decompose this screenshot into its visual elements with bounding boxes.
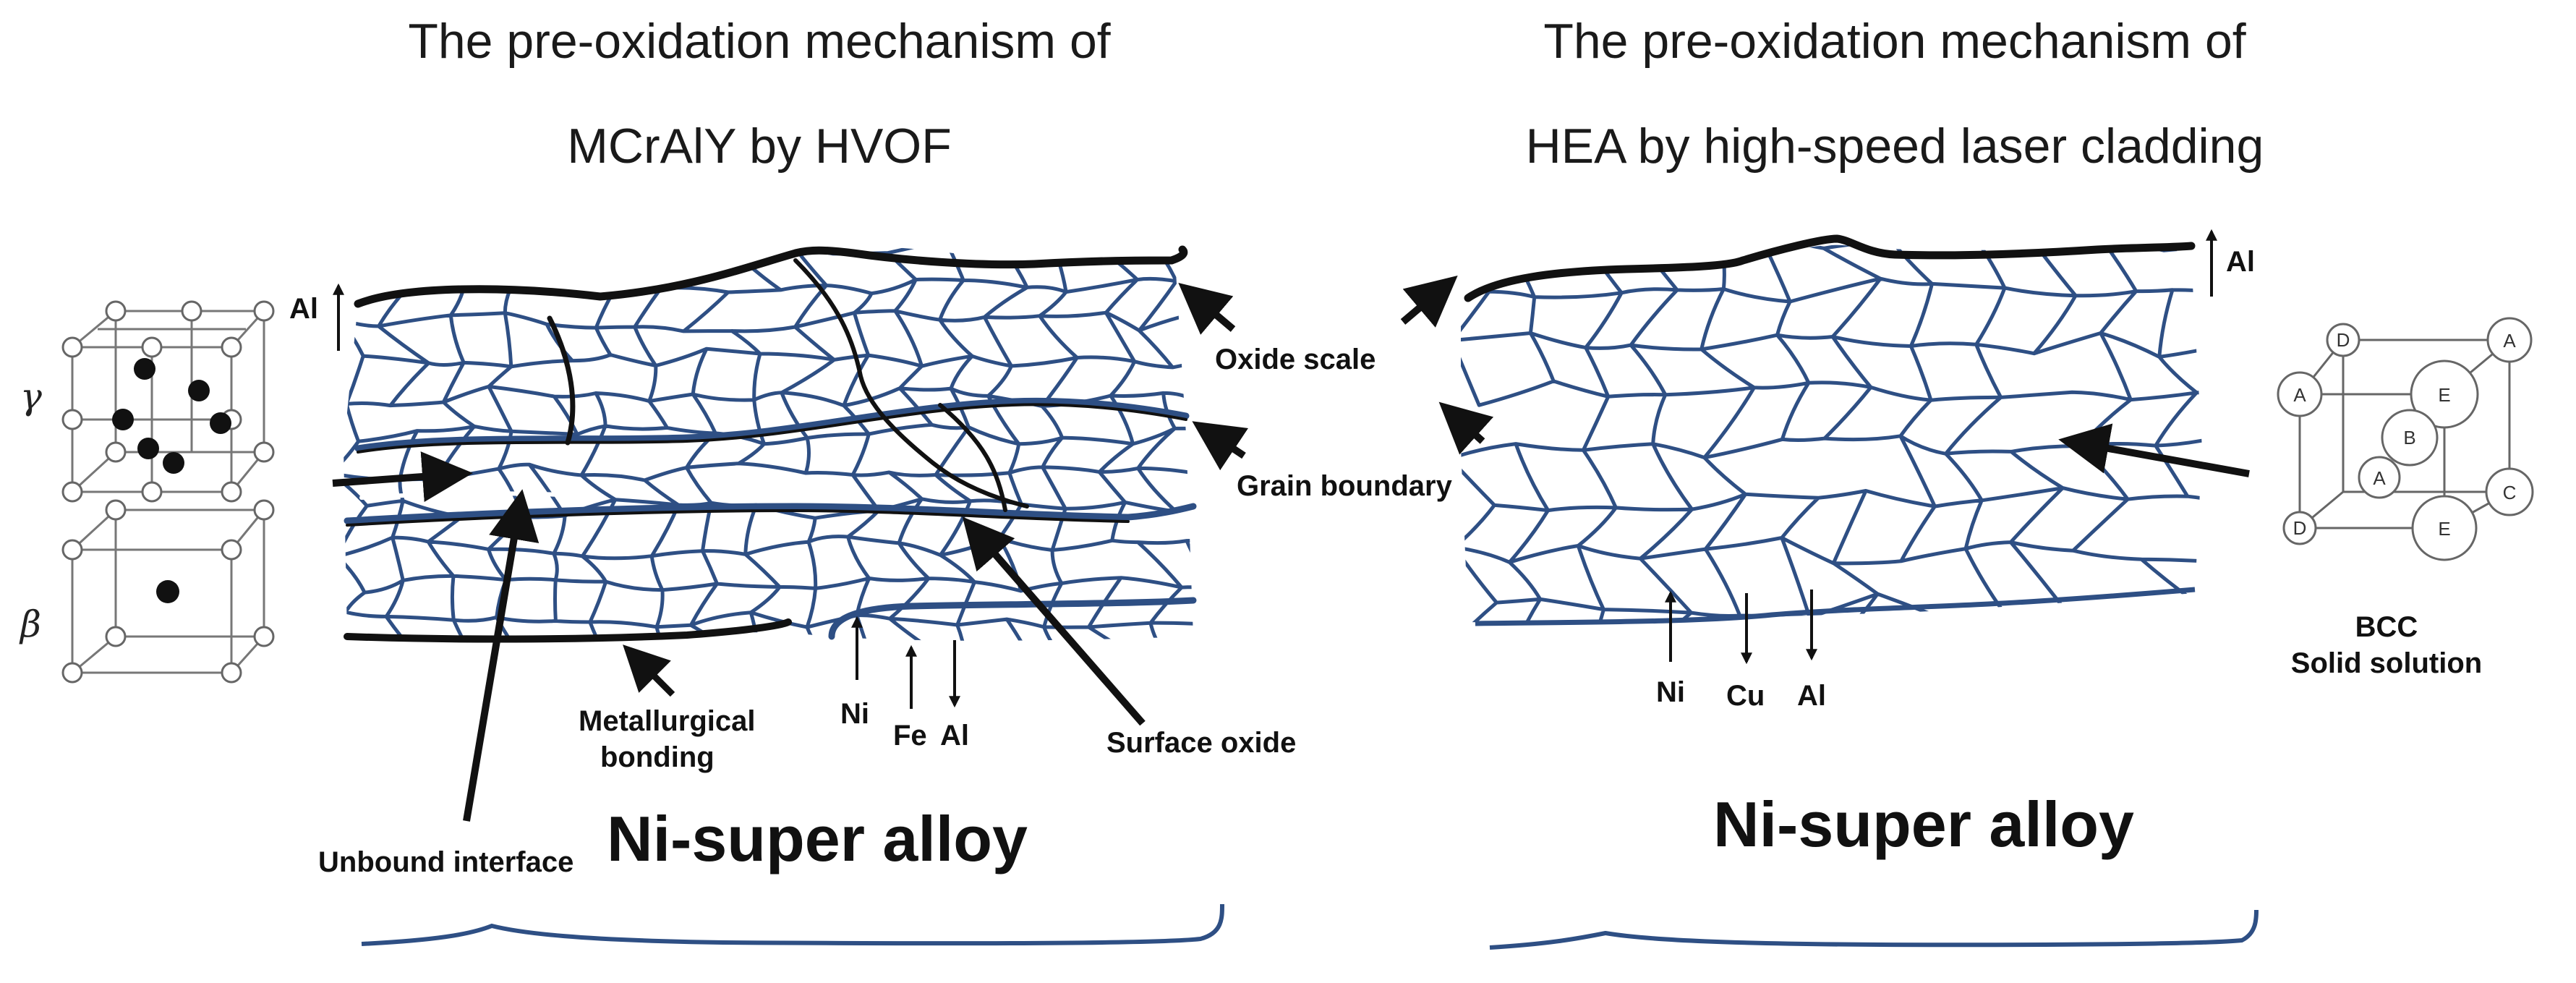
svg-text:A: A [2293,384,2306,406]
right-element-al: Al [1797,680,1826,712]
svg-text:E: E [2438,518,2450,540]
metallurgical-bonding-label-line1: Metallurgical [579,705,756,737]
right-title-line1: The pre-oxidation mechanism of [1543,14,2246,69]
oxide-scale-label: Oxide scale [1215,344,1376,375]
left-element-arrows [851,616,960,709]
unbound-interface-arrow [463,489,539,822]
left-title-line2: MCrAlY by HVOF [567,119,951,174]
surface-oxide-arrow [962,516,1146,726]
right-coating-grains [1461,244,2202,623]
unbound-interface-label: Unbound interface [318,846,573,878]
right-title-line2: HEA by high-speed laser cladding [1526,119,2264,174]
svg-text:B: B [2403,427,2415,448]
left-incoming-arrow [332,451,473,502]
oxide-scale-right-arrow [1400,275,1458,328]
right-bottom-boundary [1475,587,2196,626]
left-substrate-label: Ni-super alloy [607,803,1028,875]
bcc-caption-line2: Solid solution [2291,647,2482,679]
oxide-scale-arrow [1178,282,1236,335]
right-element-cu: Cu [1726,680,1765,712]
right-element-ni: Ni [1656,676,1685,708]
right-grain-network [1461,244,2202,623]
bcc-caption-line1: BCC [2355,611,2418,643]
svg-text:A: A [2503,330,2516,352]
left-oxide-scale-line [354,245,1188,308]
right-oxide-scale-line [1464,234,2196,302]
left-substrate-surface [361,903,1224,946]
left-element-al: Al [940,720,969,752]
left-title-line1: The pre-oxidation mechanism of [408,14,1110,69]
gamma-phase-label: γ [20,375,42,417]
grain-boundary-label: Grain boundary [1237,470,1453,502]
svg-text:C: C [2503,482,2517,503]
svg-text:E: E [2438,384,2450,406]
left-al-label: Al [289,293,318,325]
beta-atoms [61,499,275,684]
svg-text:A: A [2373,467,2386,489]
left-splat-boundaries [344,258,1197,640]
right-element-arrows [1665,590,1817,665]
left-metallurgical-bond-line [344,618,792,643]
grain-boundary-right-arrow [1438,401,1494,455]
right-al-label: Al [2226,246,2255,278]
beta-phase-label: β [19,603,41,645]
right-substrate-label: Ni-super alloy [1713,788,2134,860]
bcc-atoms: D A A E B A C D E [2277,317,2534,561]
grain-boundary-lines [1461,244,2202,623]
metallurgical-bonding-arrow [623,644,675,697]
right-incoming-arrow [2058,423,2250,477]
metallurgical-bonding-label-line2: bonding [600,741,715,773]
left-element-ni: Ni [840,698,869,730]
surface-oxide-label: Surface oxide [1106,727,1296,759]
gamma-atoms [61,300,275,503]
grain-boundary-left-arrow [1192,421,1249,471]
left-element-fe: Fe [893,720,927,752]
svg-text:D: D [2337,329,2350,351]
svg-text:D: D [2293,517,2307,539]
left-unbound-interface-gap [359,491,581,500]
right-substrate-surface [1489,909,2259,950]
